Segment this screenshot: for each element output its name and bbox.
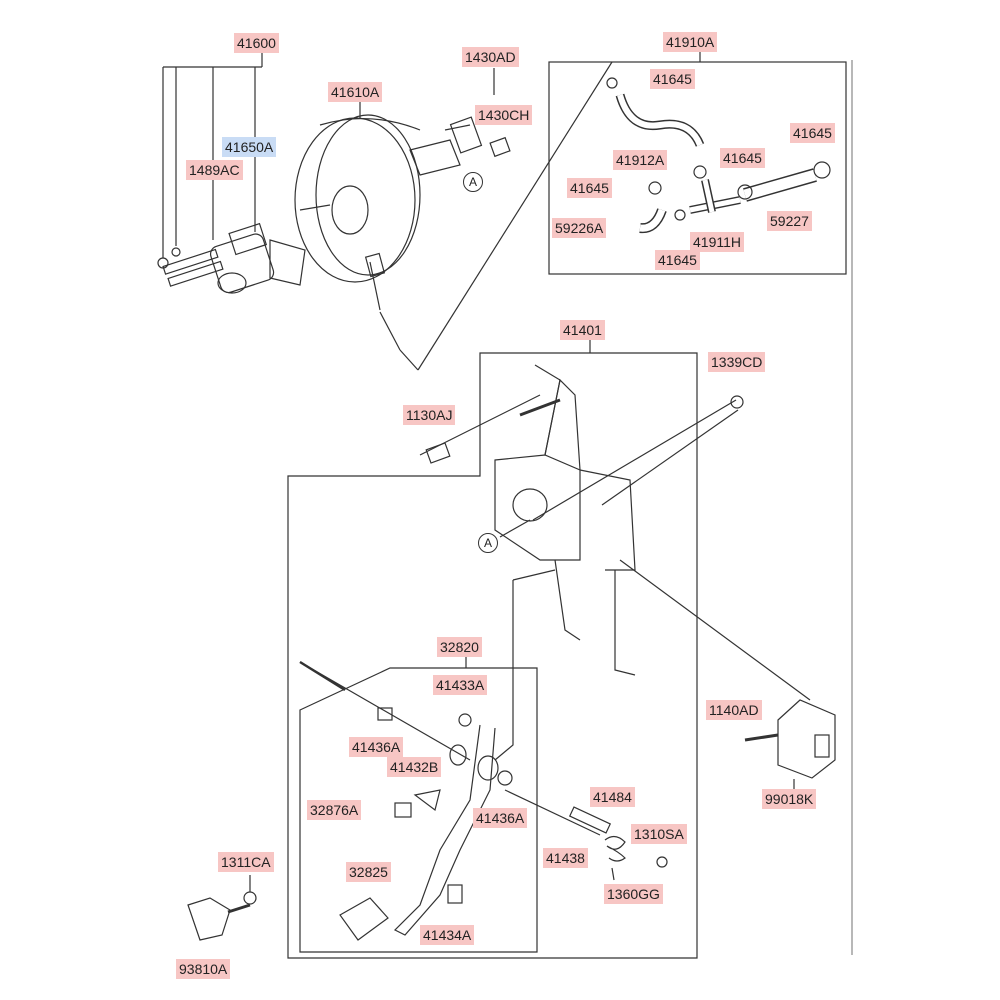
label-41650a: 41650A bbox=[222, 137, 277, 157]
label-41438: 41438 bbox=[543, 848, 588, 868]
label-41610a: 41610A bbox=[328, 82, 383, 102]
pedal-bracket bbox=[494, 454, 581, 561]
label-41600: 41600 bbox=[234, 33, 279, 53]
label-32825: 32825 bbox=[346, 862, 391, 882]
label-1339cd: 1339CD bbox=[708, 352, 766, 372]
label-93810a: 93810A bbox=[176, 959, 231, 979]
label-59227: 59227 bbox=[767, 211, 812, 231]
label-41645-left: 41645 bbox=[567, 178, 612, 198]
label-1310sa: 1310SA bbox=[631, 824, 687, 844]
label-1311ca: 1311CA bbox=[218, 852, 274, 872]
label-32820: 32820 bbox=[437, 637, 482, 657]
label-99018k: 99018K bbox=[762, 789, 817, 809]
label-41645-top: 41645 bbox=[650, 69, 695, 89]
label-41434a: 41434A bbox=[420, 925, 475, 945]
label-41645-mid: 41645 bbox=[720, 148, 765, 168]
label-1430ad: 1430AD bbox=[462, 47, 519, 67]
label-1140ad: 1140AD bbox=[706, 700, 762, 720]
booster-front-ellipse bbox=[294, 117, 416, 283]
label-1360gg: 1360GG bbox=[604, 884, 663, 904]
label-41436a-lower: 41436A bbox=[473, 808, 528, 828]
stop-lamp-switch bbox=[777, 699, 836, 779]
label-41433a: 41433A bbox=[433, 675, 488, 695]
label-1130aj: 1130AJ bbox=[403, 405, 456, 425]
label-1489ac: 1489AC bbox=[186, 160, 243, 180]
booster-back-ellipse bbox=[315, 114, 421, 276]
label-41436a-upper: 41436A bbox=[349, 737, 404, 757]
label-41432b: 41432B bbox=[387, 757, 442, 777]
label-41401: 41401 bbox=[560, 320, 605, 340]
ref-a-booster: A bbox=[463, 172, 483, 192]
label-41645-right: 41645 bbox=[790, 123, 835, 143]
label-1430ch: 1430CH bbox=[475, 105, 533, 125]
label-41645-bottom: 41645 bbox=[655, 250, 700, 270]
label-41912a: 41912A bbox=[613, 150, 668, 170]
ref-a-bracket: A bbox=[478, 533, 498, 553]
label-32876a: 32876A bbox=[307, 800, 362, 820]
label-41484: 41484 bbox=[590, 787, 635, 807]
label-41910a: 41910A bbox=[663, 32, 718, 52]
pedal-pad bbox=[339, 897, 389, 941]
vacuum-hose-box bbox=[548, 61, 847, 275]
label-59226a: 59226A bbox=[552, 218, 607, 238]
label-41911h: 41911H bbox=[690, 232, 745, 252]
